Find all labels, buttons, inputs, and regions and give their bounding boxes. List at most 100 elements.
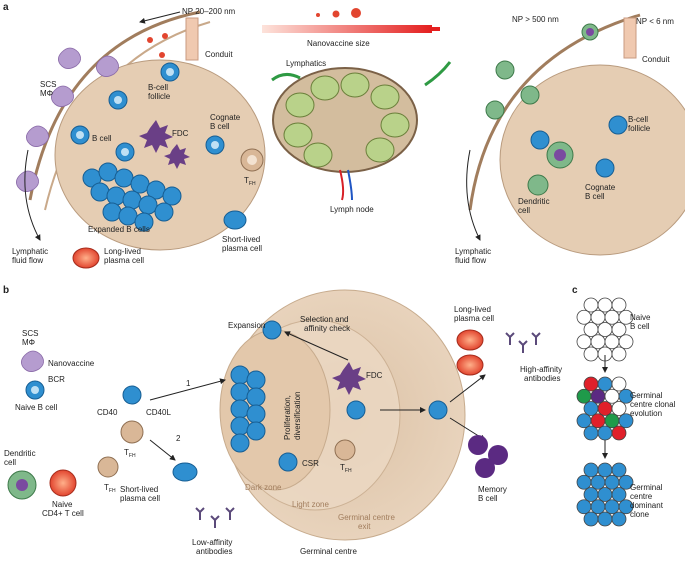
- expanded-label: Expanded B cells: [88, 225, 150, 234]
- expansion-label: Expansion: [228, 321, 265, 330]
- nanoparticle: [147, 37, 153, 43]
- naive-t-cell: [49, 469, 77, 497]
- scs-b-label: SCS: [22, 329, 38, 338]
- clone-cell: [576, 474, 592, 490]
- size-bar-label: Nanovaccine size: [307, 39, 370, 48]
- conduit: [185, 17, 199, 61]
- artery: [339, 169, 345, 201]
- clone-cell: [576, 388, 592, 404]
- memory-b-cell-2: [488, 445, 508, 465]
- clonal-label-2: centre clonal: [630, 400, 676, 409]
- b-cell-label: B cell: [92, 134, 112, 143]
- memory-b-cell: [468, 435, 488, 455]
- lymph-flow-label-2: fluid flow: [12, 256, 43, 265]
- np-size-1: [316, 13, 320, 17]
- csr-label: CSR: [302, 459, 319, 468]
- long-lived-plasma-b-2: [456, 354, 484, 376]
- long-lived-label-2: plasma cell: [104, 256, 144, 265]
- light-zone-label: Light zone: [292, 500, 329, 509]
- clone-cell: [583, 322, 599, 337]
- low-affinity-antibodies: [195, 507, 235, 528]
- lymph-node-label: Lymph node: [330, 205, 374, 214]
- conduit-right-label: Conduit: [642, 55, 670, 64]
- clone-cell: [604, 388, 620, 404]
- tfh-precursor: [97, 456, 119, 478]
- naive-t-label: Naive: [52, 500, 73, 509]
- clone-cell: [597, 511, 613, 527]
- expanded-b-cells: [82, 162, 182, 232]
- cd40l-label: CD40L: [146, 408, 171, 417]
- clone-cell: [597, 425, 613, 441]
- dendritic-b-label-2: cell: [4, 458, 16, 467]
- vein: [347, 169, 353, 201]
- tfh-gc: [334, 439, 356, 461]
- clone-cell: [583, 297, 599, 313]
- clone-cell: [576, 309, 592, 325]
- path-2-label: 2: [176, 434, 181, 443]
- cd40-label: CD40: [97, 408, 118, 417]
- fdc-cell: [164, 144, 190, 169]
- clone-cell: [618, 388, 634, 404]
- fdc-label: FDC: [172, 129, 189, 138]
- clonal-evolution-cluster: [576, 376, 634, 441]
- clonal-label-3: evolution: [630, 409, 662, 418]
- tfh-core: [247, 155, 257, 165]
- nanovaccine-label: Nanovaccine: [48, 359, 95, 368]
- short-lived-plasma-cell: [223, 210, 247, 230]
- path-1-arrow: [149, 378, 226, 401]
- lymphatics-label: Lymphatics: [286, 59, 326, 68]
- naive-t-label-2: CD4+ T cell: [42, 509, 84, 518]
- clone-cell: [611, 487, 627, 502]
- clone-cell: [618, 413, 634, 429]
- proliferating-b-cells: [230, 365, 266, 453]
- high-affinity-label: High-affinity: [520, 365, 562, 374]
- scs-macrophage-b: [21, 350, 44, 372]
- lymph-node-lobes: [283, 72, 410, 168]
- scs-mphi-label: MΦ: [40, 89, 53, 98]
- dominant-label-4: clone: [630, 510, 650, 519]
- clone-cell: [618, 499, 634, 515]
- clone-cell: [583, 425, 599, 441]
- short-lived-label: Short-lived: [222, 235, 260, 244]
- cognate-right-label: Cognate: [585, 183, 616, 192]
- germinal-centre-label: Germinal centre: [300, 547, 357, 556]
- lymph-flow-right-label: Lymphatic: [455, 247, 491, 256]
- dendritic-cell-2: [527, 174, 549, 196]
- conduit-right: [623, 17, 637, 59]
- np-arrow: [139, 11, 181, 24]
- b-cell-follicle-label-2: follicle: [148, 92, 171, 101]
- lymph-flow-label: Lymphatic: [12, 247, 48, 256]
- clone-cell: [597, 297, 613, 313]
- clone-cell: [583, 462, 599, 478]
- lymph-flow-right-label-2: fluid flow: [455, 256, 486, 265]
- dominant-label-2: centre: [630, 492, 653, 501]
- naive-b-label: Naive B cell: [15, 403, 57, 412]
- scs-label: SCS: [40, 80, 56, 89]
- cognate-label-2: B cell: [210, 122, 230, 131]
- dominant-clone-cluster: [576, 462, 634, 527]
- clone-cell: [611, 462, 627, 478]
- tfh-b-label-2: TFH: [124, 448, 136, 459]
- short-lived-plasma-b: [172, 462, 198, 482]
- exiting-b-cell: [428, 400, 448, 420]
- b-cell-cd40: [122, 385, 142, 405]
- memory-label-2: B cell: [478, 494, 498, 503]
- cognate-b-cell-right: [595, 158, 615, 178]
- clonal-label: Germinal: [630, 391, 663, 400]
- selection-label-2: affinity check: [304, 324, 351, 333]
- clone-cell: [583, 376, 599, 392]
- panel-b-label: b: [3, 285, 9, 296]
- dendritic-b-label: Dendritic: [4, 449, 36, 458]
- naive-b-core: [31, 386, 39, 394]
- clone-cell: [590, 474, 606, 490]
- high-affinity-antibodies: [505, 332, 541, 353]
- clone-cell: [597, 401, 613, 416]
- clone-cell: [590, 388, 606, 404]
- clone-cell: [590, 499, 606, 515]
- panel-c-label: c: [572, 285, 578, 296]
- expansion-b-cell: [262, 320, 282, 340]
- clone-cell: [618, 474, 634, 490]
- clone-cell: [576, 499, 592, 515]
- bcr-label: BCR: [48, 375, 65, 384]
